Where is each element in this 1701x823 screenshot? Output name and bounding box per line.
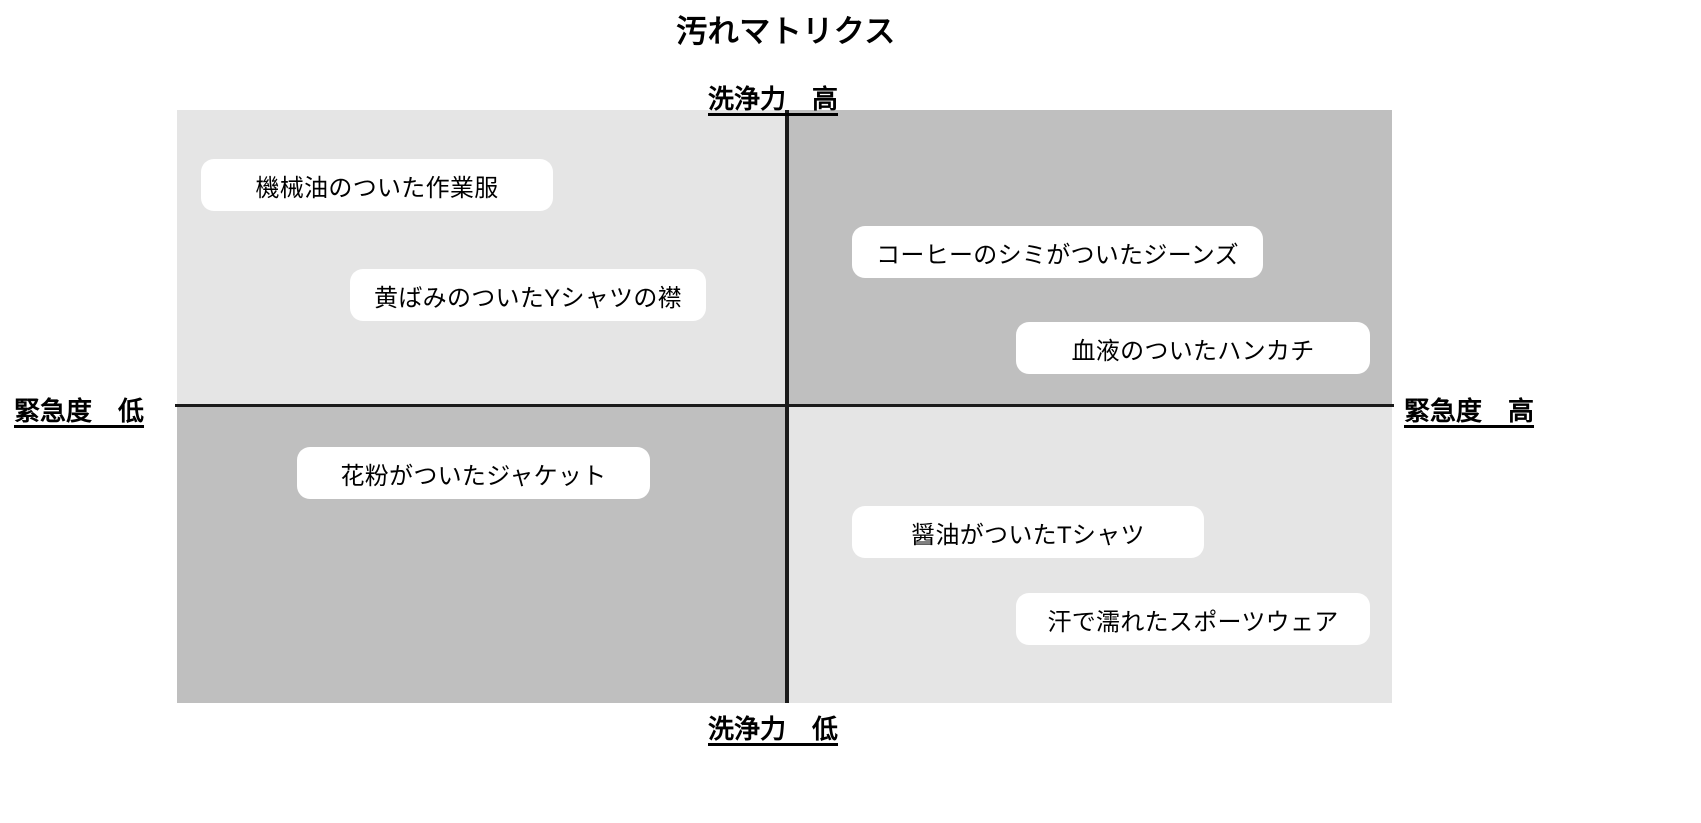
axis-label-bottom: 洗浄力 低: [708, 714, 839, 744]
matrix-item-yellowed-shirt-collar[interactable]: 黄ばみのついたYシャツの襟: [350, 269, 706, 321]
axis-label-right: 緊急度 高: [1404, 396, 1535, 426]
axis-label-top: 洗浄力 高: [708, 84, 839, 114]
quadrant-top-left: [177, 110, 785, 407]
horizontal-axis-line: [175, 404, 1394, 407]
matrix-item-machine-oil-workwear[interactable]: 機械油のついた作業服: [201, 159, 553, 211]
matrix-item-blood-handkerchief[interactable]: 血液のついたハンカチ: [1016, 322, 1370, 374]
page-title: 汚れマトリクス: [676, 14, 896, 49]
axis-label-left: 緊急度 低: [14, 396, 145, 426]
matrix-item-coffee-stain-jeans[interactable]: コーヒーのシミがついたジーンズ: [852, 226, 1263, 278]
matrix-chart: 機械油のついた作業服 黄ばみのついたYシャツの襟 コーヒーのシミがついたジーンズ…: [175, 110, 1394, 703]
matrix-item-sweaty-sportswear[interactable]: 汗で濡れたスポーツウェア: [1016, 593, 1370, 645]
matrix-item-soy-sauce-tshirt[interactable]: 醤油がついたTシャツ: [852, 506, 1204, 558]
matrix-item-pollen-jacket[interactable]: 花粉がついたジャケット: [297, 447, 650, 499]
